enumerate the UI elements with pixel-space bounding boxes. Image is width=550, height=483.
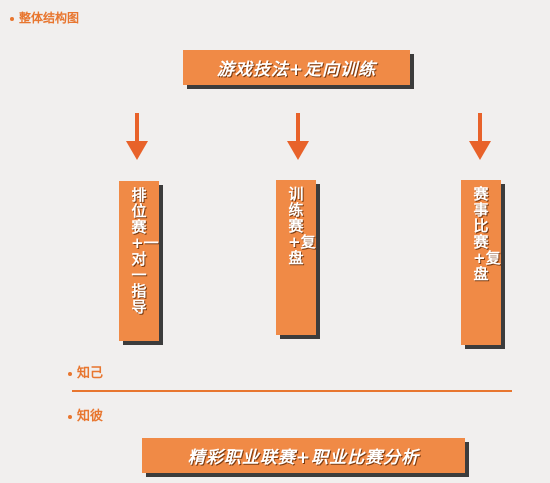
down-arrow-icon	[468, 113, 492, 161]
label-know-self-text: 知己	[77, 366, 104, 381]
diagram-title-text: 整体结构图	[19, 11, 80, 25]
column-training-match: 训练赛+复盘	[276, 180, 316, 335]
diagram-title: 整体结构图	[10, 9, 79, 26]
column-text: 赛事比赛+复盘	[473, 185, 501, 283]
label-know-enemy: 知彼	[68, 405, 103, 424]
bullet-dot-icon	[10, 16, 14, 21]
divider-line	[72, 390, 512, 392]
label-know-enemy-text: 知彼	[77, 409, 104, 424]
label-know-self: 知己	[68, 362, 103, 381]
down-arrow-icon	[286, 113, 310, 161]
down-arrow-icon	[125, 113, 149, 161]
column-text: 排位赛+一对一指导	[131, 186, 159, 316]
column-text: 训练赛+复盘	[288, 185, 316, 267]
bullet-dot-icon	[68, 371, 72, 376]
top-banner: 游戏技法+定向训练	[183, 50, 410, 85]
column-tournament-match: 赛事比赛+复盘	[461, 180, 501, 345]
column-ranked-match: 排位赛+一对一指导	[119, 181, 159, 341]
bottom-banner: 精彩职业联赛+职业比赛分析	[142, 438, 465, 473]
bullet-dot-icon	[68, 414, 72, 419]
